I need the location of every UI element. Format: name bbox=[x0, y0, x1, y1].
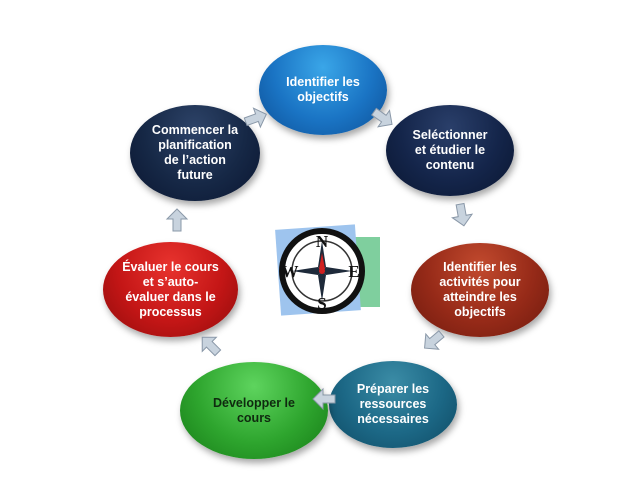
arrow-icon bbox=[312, 387, 336, 411]
arrow-icon bbox=[451, 202, 474, 227]
step-label: Évaluer le cours et s’auto- évaluer dans… bbox=[122, 259, 219, 319]
step-evaluate-course: Évaluer le cours et s’auto- évaluer dans… bbox=[103, 242, 238, 337]
step-develop-course: Développer le cours bbox=[180, 362, 328, 459]
step-identify-objectives: Identifier les objectifs bbox=[259, 45, 387, 135]
arrow-icon bbox=[424, 330, 445, 350]
step-label: Commencer la planification de l’action f… bbox=[151, 123, 239, 182]
step-label: Préparer les ressources nécessaires bbox=[356, 382, 430, 426]
arrow-icon bbox=[370, 107, 393, 128]
compass-letter-s: S bbox=[317, 294, 326, 313]
step-prepare-resources: Préparer les ressources nécessaires bbox=[329, 361, 457, 448]
compass-letter-w: W bbox=[282, 262, 299, 281]
step-label: Développer le cours bbox=[213, 395, 295, 425]
compass-icon: N S W E bbox=[275, 224, 380, 316]
step-label: Seléctionner et étudier le contenu bbox=[412, 128, 488, 172]
compass-letter-n: N bbox=[316, 232, 329, 251]
arrow-icon bbox=[243, 107, 268, 129]
step-label: Identifier les objectifs bbox=[286, 75, 360, 104]
step-plan-future-action: Commencer la planification de l’action f… bbox=[130, 105, 260, 201]
arrow-icon bbox=[165, 208, 189, 232]
step-identify-activities: Identifier les activités pour atteindre … bbox=[411, 243, 549, 337]
arrow-icon bbox=[201, 336, 222, 357]
step-label: Identifier les activités pour atteindre … bbox=[439, 260, 521, 319]
step-select-content: Seléctionner et étudier le contenu bbox=[386, 105, 514, 196]
compass-letter-e: E bbox=[348, 262, 359, 281]
